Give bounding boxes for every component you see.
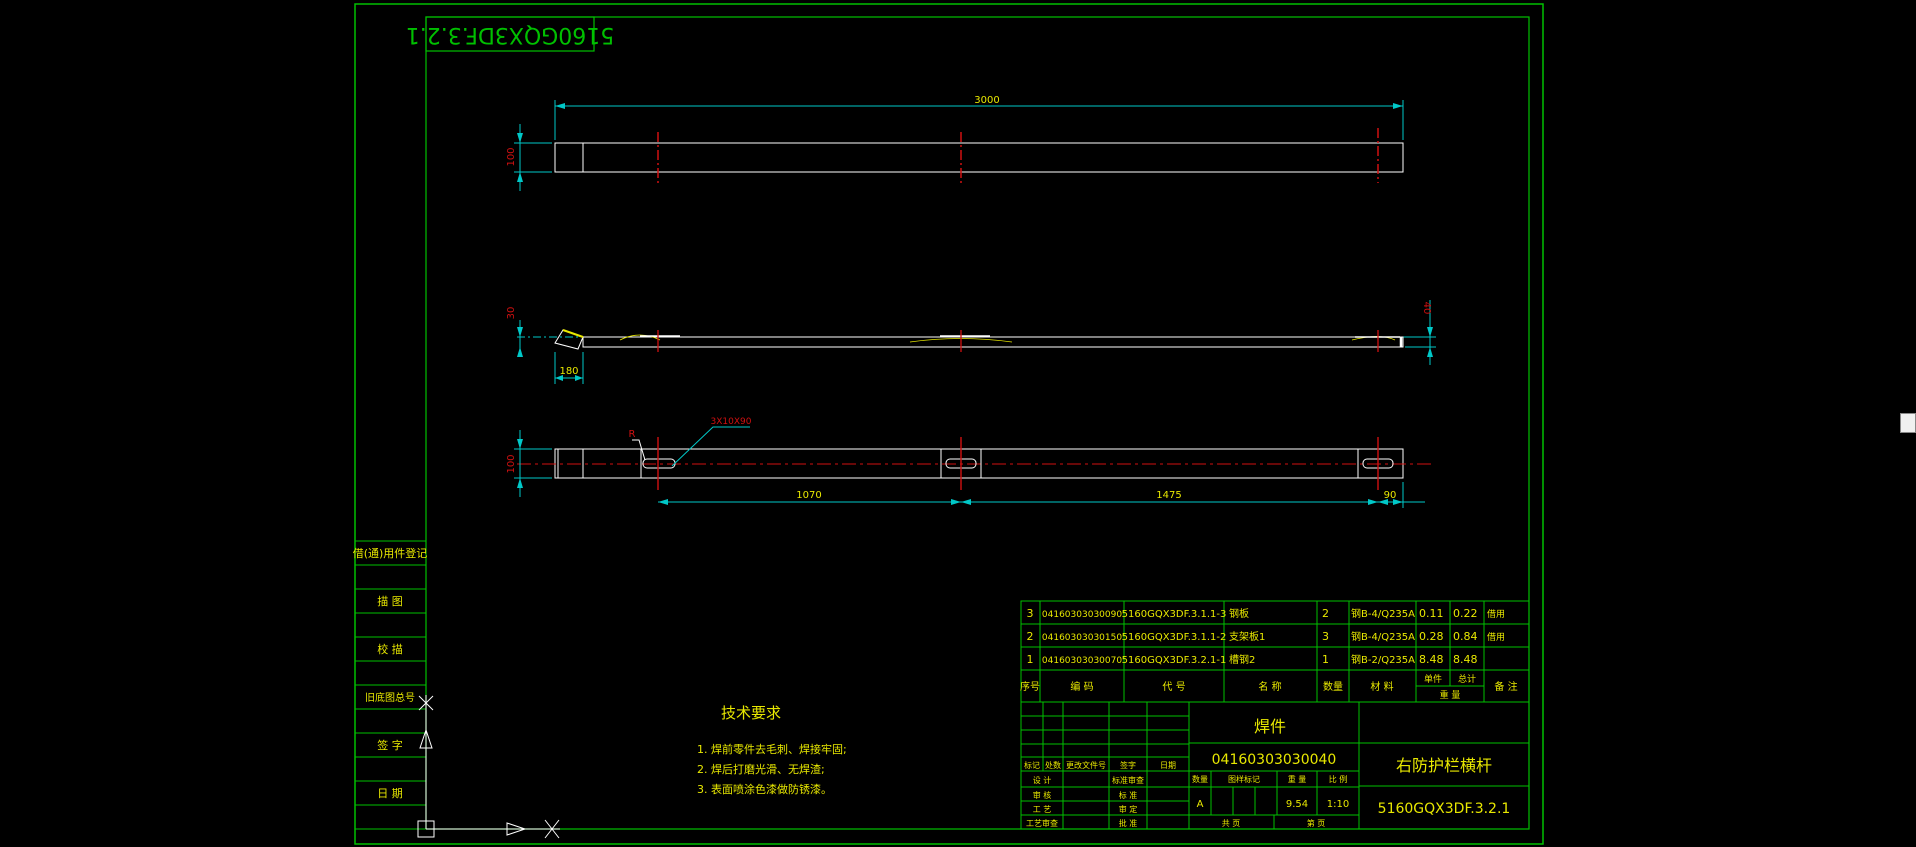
bom-row-2-code: 04160303030150 [1042, 633, 1122, 643]
bom-row-3-code: 04160303030090 [1042, 610, 1122, 620]
rev-header-count: 处数 [1045, 760, 1061, 770]
bom-header-unit: 单件 [1424, 673, 1442, 685]
bom-row-2-note: 借用 [1487, 631, 1505, 643]
sign-row-2-right: 标 准 [1119, 790, 1138, 800]
dim-height-mid-left: 30 [506, 307, 517, 320]
bom-table [1020, 600, 1530, 703]
bom-row-2-material: 钢B-4/Q235A [1351, 630, 1415, 643]
dim-offset-mid: 180 [559, 366, 578, 377]
side-label-3: 旧底图总号 [365, 691, 415, 704]
dim-radius-label: R [629, 429, 636, 440]
bom-row-1-code: 04160303030070 [1042, 656, 1122, 666]
sign-row-3-right: 审 定 [1119, 804, 1138, 814]
bom-header-code: 编 码 [1070, 680, 1093, 693]
bom-row-3-note: 借用 [1487, 608, 1505, 620]
bom-header-note: 备 注 [1494, 680, 1517, 693]
sign-row-4-left: 工艺审查 [1026, 818, 1058, 828]
bom-row-3-material: 钢B-4/Q235A [1351, 607, 1415, 620]
bom-row-1-name: 槽钢2 [1229, 653, 1255, 666]
bom-row-2-unit-wt: 0.28 [1419, 630, 1444, 643]
bom-row-3-no: 3 [1027, 607, 1034, 620]
bom-header-no: 序号 [1020, 680, 1040, 693]
label-qty: 数量 [1192, 774, 1208, 784]
side-label-5: 日 期 [377, 787, 403, 800]
dim-span-3: 90 [1384, 490, 1397, 501]
sign-row-1-right: 标准审查 [1112, 775, 1144, 785]
part-name: 右防护栏横杆 [1396, 756, 1492, 775]
label-stage: 图样标记 [1228, 774, 1260, 784]
sheet-current: 第 页 [1307, 818, 1326, 828]
side-label-column: 借(通)用件登记 描 图 校 描 旧底图总号 签 字 日 期 [353, 540, 428, 830]
sheet-total: 共 页 [1222, 819, 1241, 828]
bom-row-2-name: 支架板1 [1229, 630, 1265, 643]
ucs-icon [417, 695, 560, 839]
drawing-number: 5160GQX3DF.3.2.1 [1378, 801, 1511, 817]
dim-span-1: 1070 [796, 490, 821, 501]
bom-rows: 3 04160303030090 5160GQX3DF.3.1.1-3 钢板 2… [1020, 607, 1518, 701]
tech-req-item-2: 2. 焊后打磨光滑、无焊渣; [697, 762, 825, 776]
bom-row-1-drawing: 5160GQX3DF.3.2.1-1 [1122, 655, 1227, 666]
bom-row-3-unit-wt: 0.11 [1419, 607, 1444, 620]
dim-overall-length: 3000 [974, 95, 999, 106]
bom-header-qty: 数量 [1323, 680, 1343, 693]
front-view: 30 40 180 [506, 300, 1436, 384]
label-weight: 重 量 [1288, 774, 1307, 784]
inner-frame [425, 16, 1530, 830]
bom-row-1-total-wt: 8.48 [1453, 653, 1478, 666]
stamp-box [425, 16, 595, 52]
bom-header-drawing: 代 号 [1162, 681, 1185, 693]
bom-row-1-qty: 1 [1322, 653, 1329, 666]
bom-row-3-drawing: 5160GQX3DF.3.1.1-3 [1122, 609, 1227, 620]
dim-height-bottom: 100 [506, 454, 517, 473]
label-scale: 比 例 [1329, 774, 1348, 784]
sign-row-4-right: 批 准 [1119, 818, 1138, 828]
bom-row-1-no: 1 [1027, 653, 1034, 666]
title-block-text: 标记 处数 更改文件号 签字 日期 设 计 标准审查 审 核 标 准 工 艺 审… [1024, 717, 1510, 828]
vertical-scrollbar-thumb[interactable] [1900, 413, 1916, 433]
dim-span-2: 1475 [1156, 490, 1181, 501]
dim-height-top: 100 [506, 147, 517, 166]
rev-header-sign: 签字 [1120, 760, 1136, 770]
top-view: 3000 100 [506, 95, 1404, 191]
bom-header-name: 名 称 [1258, 680, 1281, 693]
bom-row-1-unit-wt: 8.48 [1419, 653, 1444, 666]
bom-row-2-qty: 3 [1322, 630, 1329, 643]
bom-row-3-name: 钢板 [1229, 607, 1249, 620]
bom-row-3-qty: 2 [1322, 607, 1329, 620]
side-label-2: 校 描 [377, 642, 403, 656]
tech-req-item-3: 3. 表面喷涂色漆做防锈漆。 [697, 782, 832, 796]
outer-frame [354, 3, 1544, 845]
tech-requirements: 技术要求 1. 焊前零件去毛刺、焊接牢固; 2. 焊后打磨光滑、无焊渣; 3. … [697, 704, 847, 796]
scale-value: 1:10 [1327, 799, 1349, 810]
bom-header-total: 总计 [1458, 673, 1476, 685]
side-label-1: 描 图 [377, 594, 403, 608]
weight-value: 9.54 [1286, 799, 1308, 810]
dim-slot-label: 3X10X90 [711, 417, 752, 427]
tech-req-title: 技术要求 [721, 704, 781, 722]
tech-req-item-1: 1. 焊前零件去毛刺、焊接牢固; [697, 742, 847, 756]
part-type: 焊件 [1254, 717, 1286, 736]
title-stamp: 5160GQX3DF.3.2.1 [406, 22, 614, 47]
part-code: 04160303030040 [1212, 752, 1337, 768]
dim-height-mid-right: 40 [1421, 302, 1432, 315]
bom-header-material: 材 料 [1370, 680, 1393, 693]
sign-row-3-left: 工 艺 [1033, 805, 1052, 814]
bom-row-2-total-wt: 0.84 [1453, 630, 1478, 643]
rev-header-mark: 标记 [1024, 760, 1040, 770]
bom-header-weight: 重 量 [1440, 689, 1461, 701]
sign-row-2-left: 审 核 [1033, 790, 1052, 800]
side-label-0: 借(通)用件登记 [353, 546, 428, 560]
stage-value: A [1197, 799, 1204, 810]
bom-row-2-drawing: 5160GQX3DF.3.1.1-2 [1122, 632, 1227, 643]
sign-row-1-left: 设 计 [1033, 775, 1052, 785]
bottom-view: R 3X10X90 100 1070 1475 90 [506, 417, 1432, 508]
bom-row-3-total-wt: 0.22 [1453, 607, 1478, 620]
title-block-lines [1020, 701, 1530, 830]
rev-header-date: 日期 [1160, 761, 1176, 770]
rev-header-file: 更改文件号 [1066, 760, 1106, 770]
bom-row-1-material: 钢B-2/Q235A [1351, 653, 1415, 666]
bom-row-2-no: 2 [1027, 630, 1034, 643]
side-label-4: 签 字 [377, 738, 403, 752]
